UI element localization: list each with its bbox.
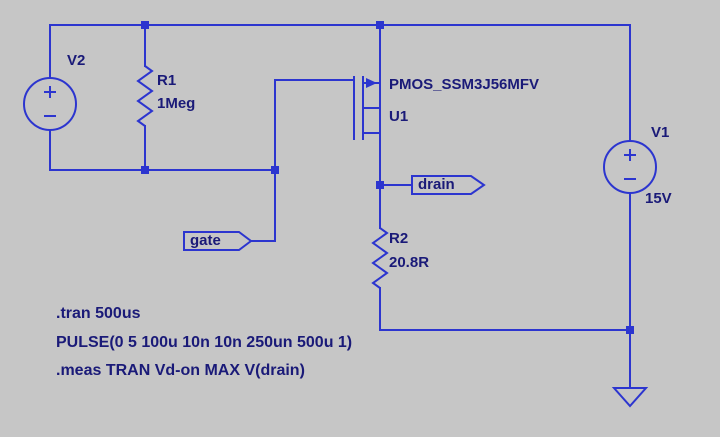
pmos-u1-symbol[interactable]	[353, 24, 381, 186]
junction-dot	[626, 326, 634, 334]
drain-net-label[interactable]: drain	[418, 176, 455, 193]
u1-model-label[interactable]: PMOS_SSM3J56MFV	[389, 76, 540, 93]
junction-dot	[376, 21, 384, 29]
spice-directive-meas[interactable]: .meas TRAN Vd-on MAX V(drain)	[56, 362, 305, 379]
spice-directive-tran[interactable]: .tran 500us	[56, 305, 141, 322]
voltage-source-v2-symbol[interactable]	[23, 24, 77, 171]
voltage-source-v1-symbol[interactable]	[603, 24, 657, 389]
junction-dot	[271, 166, 279, 174]
gate-net-flag[interactable]	[183, 231, 253, 251]
ground-symbol[interactable]	[611, 387, 649, 408]
r1-value-label[interactable]: 1Meg	[157, 95, 196, 112]
junction-dot	[141, 21, 149, 29]
v1-value-label[interactable]: 15V	[645, 190, 672, 207]
u1-arrow	[366, 78, 377, 88]
spice-directive-pulse[interactable]: PULSE(0 5 100u 10n 10n 250un 500u 1)	[56, 334, 353, 351]
r1-designator-label[interactable]: R1	[157, 72, 177, 89]
r2-designator-label[interactable]: R2	[389, 230, 409, 247]
v1-designator-label[interactable]: V1	[651, 124, 670, 141]
v2-circle[interactable]	[23, 77, 77, 131]
junction-dot	[141, 166, 149, 174]
r1-zigzag[interactable]	[136, 65, 154, 127]
r2-value-label[interactable]: 20.8R	[389, 254, 430, 271]
resistor-r1-symbol[interactable]	[136, 24, 154, 171]
junction-dot	[376, 181, 384, 189]
r2-zigzag[interactable]	[371, 227, 389, 289]
v1-circle[interactable]	[603, 140, 657, 194]
junction-dots	[141, 21, 634, 334]
resistor-r2-symbol[interactable]	[371, 184, 389, 331]
gate-net-label[interactable]: gate	[190, 232, 221, 249]
drain-net-flag[interactable]	[411, 175, 486, 195]
u1-designator-label[interactable]: U1	[389, 108, 409, 125]
wire-gate-net[interactable]	[250, 79, 355, 242]
v2-designator-label[interactable]: V2	[67, 52, 86, 69]
